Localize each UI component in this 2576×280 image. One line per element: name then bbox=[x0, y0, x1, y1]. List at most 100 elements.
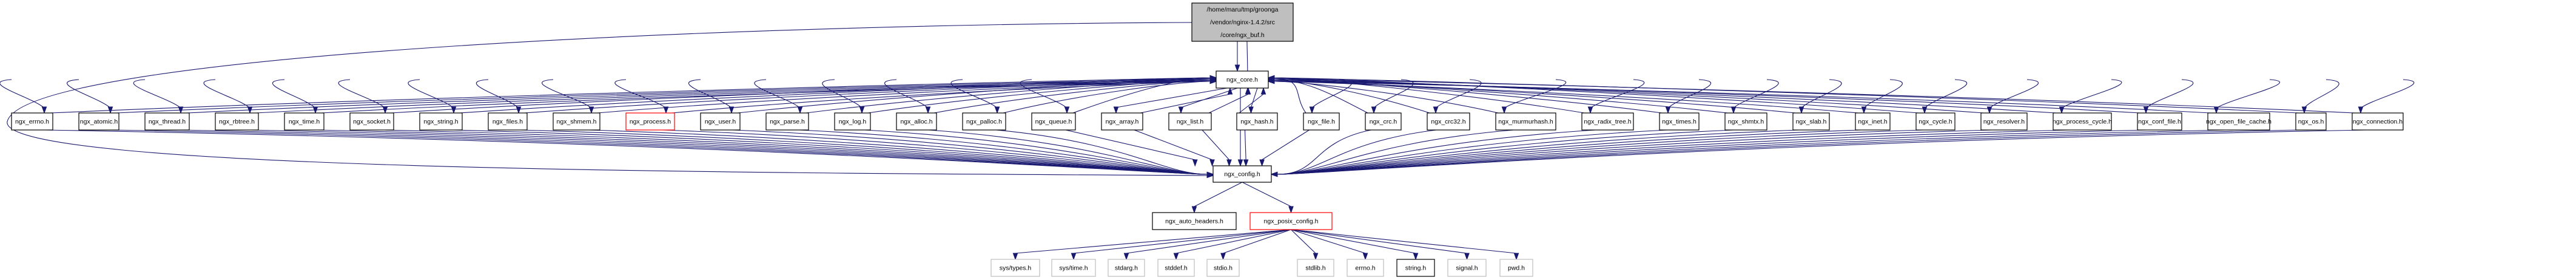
node-parse[interactable]: ngx_parse.h bbox=[765, 112, 809, 131]
node-config[interactable]: ngx_config.h bbox=[1212, 165, 1272, 183]
node-box[interactable] bbox=[1108, 259, 1145, 277]
node-sys-types[interactable]: sys/types.h bbox=[990, 259, 1040, 277]
node-box[interactable] bbox=[765, 112, 809, 131]
node-auto-headers[interactable]: ngx_auto_headers.h bbox=[1152, 212, 1237, 230]
node-hash[interactable]: ngx_hash.h bbox=[1236, 112, 1278, 131]
node-rbtree[interactable]: ngx_rbtree.h bbox=[215, 112, 259, 131]
node-time[interactable]: ngx_time.h bbox=[284, 112, 325, 131]
node-box[interactable] bbox=[2295, 112, 2327, 131]
node-box[interactable] bbox=[1427, 112, 1470, 131]
node-array[interactable]: ngx_array.h bbox=[1101, 112, 1143, 131]
node-box[interactable] bbox=[2137, 112, 2182, 131]
node-box[interactable] bbox=[834, 112, 871, 131]
node-palloc[interactable]: ngx_palloc.h bbox=[962, 112, 1006, 131]
node-murmurhash[interactable]: ngx_murmurhash.h bbox=[1495, 112, 1556, 131]
node-box[interactable] bbox=[1499, 259, 1533, 277]
node-crc[interactable]: ngx_crc.h bbox=[1365, 112, 1402, 131]
node-box[interactable] bbox=[488, 112, 528, 131]
node-box[interactable] bbox=[284, 112, 325, 131]
node-box[interactable] bbox=[1915, 112, 1956, 131]
node-box[interactable] bbox=[2207, 112, 2270, 131]
node-box[interactable] bbox=[1347, 259, 1384, 277]
node-box[interactable] bbox=[1581, 112, 1634, 131]
node-file[interactable]: ngx_file.h bbox=[1303, 112, 1340, 131]
node-inet[interactable]: ngx_inet.h bbox=[1855, 112, 1891, 131]
node-errno-sys[interactable]: errno.h bbox=[1347, 259, 1384, 277]
node-box[interactable] bbox=[700, 112, 741, 131]
node-string[interactable]: ngx_string.h bbox=[419, 112, 463, 131]
node-box[interactable] bbox=[896, 112, 937, 131]
node-stdarg[interactable]: stdarg.h bbox=[1108, 259, 1145, 277]
node-box[interactable] bbox=[1152, 212, 1237, 230]
node-box[interactable] bbox=[1249, 212, 1333, 230]
node-box[interactable] bbox=[2352, 112, 2404, 131]
node-box[interactable] bbox=[1216, 70, 1269, 89]
node-errno[interactable]: ngx_errno.h bbox=[11, 112, 53, 131]
node-crc32[interactable]: ngx_crc32.h bbox=[1427, 112, 1470, 131]
node-stdlib[interactable]: stdlib.h bbox=[1297, 259, 1334, 277]
node-list[interactable]: ngx_list.h bbox=[1168, 112, 1212, 131]
node-box[interactable] bbox=[1236, 112, 1278, 131]
node-box[interactable] bbox=[1724, 112, 1767, 131]
node-box[interactable] bbox=[962, 112, 1006, 131]
node-sys-time[interactable]: sys/time.h bbox=[1051, 259, 1096, 277]
node-socket[interactable]: ngx_socket.h bbox=[349, 112, 394, 131]
node-shmtx[interactable]: ngx_shmtx.h bbox=[1724, 112, 1767, 131]
node-box[interactable] bbox=[990, 259, 1040, 277]
node-signal[interactable]: signal.h bbox=[1447, 259, 1487, 277]
node-slab[interactable]: ngx_slab.h bbox=[1792, 112, 1830, 131]
node-box[interactable] bbox=[1396, 259, 1435, 277]
node-box[interactable] bbox=[419, 112, 463, 131]
node-user[interactable]: ngx_user.h bbox=[700, 112, 741, 131]
node-log[interactable]: ngx_log.h bbox=[834, 112, 871, 131]
node-box[interactable] bbox=[2053, 112, 2112, 131]
node-resolver[interactable]: ngx_resolver.h bbox=[1980, 112, 2028, 131]
node-box[interactable] bbox=[1495, 112, 1556, 131]
node-box[interactable] bbox=[1980, 112, 2028, 131]
node-box[interactable] bbox=[553, 112, 600, 131]
node-box[interactable] bbox=[11, 112, 53, 131]
node-box[interactable] bbox=[215, 112, 259, 131]
node-box[interactable] bbox=[1303, 112, 1340, 131]
node-box[interactable] bbox=[1792, 112, 1830, 131]
node-os[interactable]: ngx_os.h bbox=[2295, 112, 2327, 131]
node-process[interactable]: ngx_process.h bbox=[625, 112, 675, 131]
node-box[interactable] bbox=[349, 112, 394, 131]
node-box[interactable] bbox=[1297, 259, 1334, 277]
node-box[interactable] bbox=[144, 112, 190, 131]
node-string-sys[interactable]: string.h bbox=[1396, 259, 1435, 277]
node-box[interactable] bbox=[625, 112, 675, 131]
node-thread[interactable]: ngx_thread.h bbox=[144, 112, 190, 131]
node-atomic[interactable]: ngx_atomic.h bbox=[78, 112, 119, 131]
node-process-cycle[interactable]: ngx_process_cycle.h bbox=[2053, 112, 2112, 131]
node-box[interactable] bbox=[1157, 259, 1195, 277]
node-box[interactable] bbox=[1447, 259, 1487, 277]
node-radix-tree[interactable]: ngx_radix_tree.h bbox=[1581, 112, 1634, 131]
node-stddef[interactable]: stddef.h bbox=[1157, 259, 1195, 277]
node-files[interactable]: ngx_files.h bbox=[488, 112, 528, 131]
node-box[interactable] bbox=[1365, 112, 1402, 131]
node-posix-config[interactable]: ngx_posix_config.h bbox=[1249, 212, 1333, 230]
node-box[interactable] bbox=[1206, 259, 1240, 277]
node-shmem[interactable]: ngx_shmem.h bbox=[553, 112, 600, 131]
node-alloc[interactable]: ngx_alloc.h bbox=[896, 112, 937, 131]
node-box[interactable] bbox=[78, 112, 119, 131]
node-connection[interactable]: ngx_connection.h bbox=[2352, 112, 2404, 131]
node-cycle[interactable]: ngx_cycle.h bbox=[1915, 112, 1956, 131]
node-open-file-cache[interactable]: ngx_open_file_cache.h bbox=[2206, 112, 2272, 131]
node-box[interactable] bbox=[1101, 112, 1143, 131]
node-box[interactable] bbox=[1212, 165, 1272, 183]
node-pwd[interactable]: pwd.h bbox=[1499, 259, 1533, 277]
node-core[interactable]: ngx_core.h bbox=[1216, 70, 1269, 89]
node-box[interactable] bbox=[1051, 259, 1096, 277]
node-box[interactable] bbox=[1031, 112, 1076, 131]
node-box[interactable] bbox=[1191, 2, 1294, 42]
node-buf[interactable]: /home/maru/tmp/groonga/vendor/nginx-1.4.… bbox=[1191, 2, 1294, 42]
node-box[interactable] bbox=[1855, 112, 1891, 131]
node-box[interactable] bbox=[1168, 112, 1212, 131]
node-queue[interactable]: ngx_queue.h bbox=[1031, 112, 1076, 131]
node-times[interactable]: ngx_times.h bbox=[1659, 112, 1700, 131]
node-stdio[interactable]: stdio.h bbox=[1206, 259, 1240, 277]
node-box[interactable] bbox=[1659, 112, 1700, 131]
node-conf-file[interactable]: ngx_conf_file.h bbox=[2137, 112, 2182, 131]
